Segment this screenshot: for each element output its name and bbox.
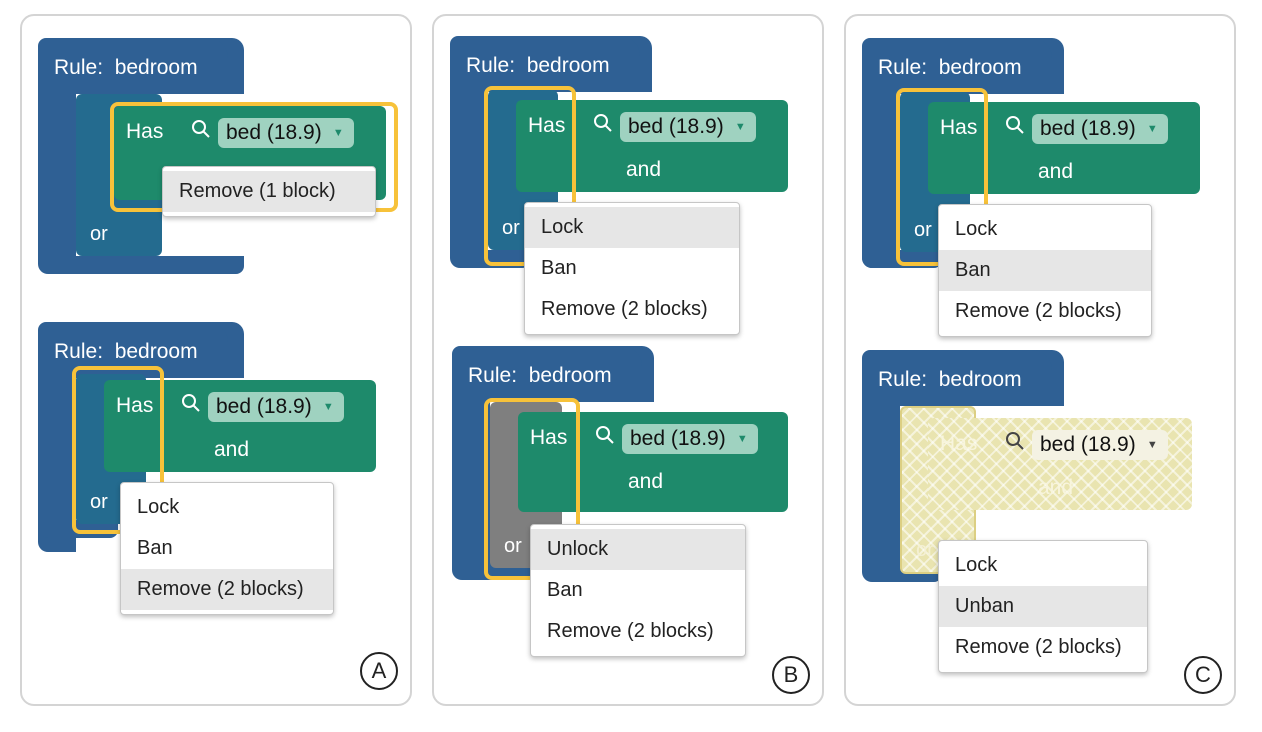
- has-label: Has: [116, 394, 154, 417]
- panel-a: Rule: bedroom or Has bed (18.9) ▼ Remove…: [20, 14, 412, 706]
- panel-b: Rule: bedroom or Has bed (18.9) ▼ and Lo…: [432, 14, 824, 706]
- menu-item-remove[interactable]: Remove (2 blocks): [121, 569, 333, 610]
- rule-label: Rule: bedroom: [878, 56, 1022, 79]
- menu-item-unban[interactable]: Unban: [939, 586, 1147, 627]
- dropdown-value: bed (18.9): [1040, 433, 1136, 456]
- category-dropdown[interactable]: bed (18.9) ▼: [1032, 114, 1168, 144]
- context-menu: Lock Ban Remove (2 blocks): [938, 204, 1152, 337]
- search-icon: [192, 120, 210, 138]
- dropdown-value: bed (18.9): [630, 427, 726, 450]
- menu-item-remove[interactable]: Remove (2 blocks): [547, 620, 714, 642]
- dropdown-arrow-icon: ▼: [734, 121, 746, 133]
- dropdown-arrow-icon: ▼: [322, 401, 334, 413]
- menu-item-ban[interactable]: Ban: [541, 257, 577, 279]
- dropdown-value: bed (18.9): [1040, 117, 1136, 140]
- search-icon: [594, 114, 612, 132]
- and-label: and: [626, 158, 662, 181]
- search-icon: [1006, 432, 1024, 450]
- menu-item-ban[interactable]: Ban: [939, 250, 1151, 291]
- or-label: or: [90, 491, 108, 513]
- panel-label-c: C: [1184, 656, 1222, 694]
- context-menu: Remove (1 block): [162, 166, 376, 217]
- context-menu: Lock Unban Remove (2 blocks): [938, 540, 1148, 673]
- category-dropdown[interactable]: bed (18.9) ▼: [218, 118, 354, 148]
- search-icon: [1006, 116, 1024, 134]
- has-label: Has: [940, 432, 978, 455]
- category-dropdown[interactable]: bed (18.9) ▼: [622, 424, 758, 454]
- menu-item-lock[interactable]: Lock: [955, 554, 998, 576]
- or-label: or: [502, 217, 520, 239]
- rule-label: Rule: bedroom: [468, 364, 612, 387]
- panel-label-b: B: [772, 656, 810, 694]
- rule-label: Rule: bedroom: [54, 340, 198, 363]
- menu-item-lock[interactable]: Lock: [955, 218, 998, 240]
- category-dropdown[interactable]: bed (18.9) ▼: [1032, 430, 1168, 460]
- or-label: or: [916, 539, 934, 561]
- category-dropdown[interactable]: bed (18.9) ▼: [208, 392, 344, 422]
- context-menu: Lock Ban Remove (2 blocks): [120, 482, 334, 615]
- menu-item-remove[interactable]: Remove (1 block): [163, 171, 375, 212]
- menu-item-remove[interactable]: Remove (2 blocks): [955, 636, 1122, 658]
- dropdown-arrow-icon: ▼: [736, 433, 748, 445]
- context-menu: Unlock Ban Remove (2 blocks): [530, 524, 746, 657]
- has-label: Has: [940, 116, 978, 139]
- category-dropdown[interactable]: bed (18.9) ▼: [620, 112, 756, 142]
- dropdown-value: bed (18.9): [216, 395, 312, 418]
- search-icon: [596, 426, 614, 444]
- dropdown-value: bed (18.9): [226, 121, 322, 144]
- or-label: or: [90, 223, 108, 245]
- dropdown-arrow-icon: ▼: [1146, 123, 1158, 135]
- menu-item-ban[interactable]: Ban: [547, 579, 583, 601]
- rule-label: Rule: bedroom: [466, 54, 610, 77]
- has-block[interactable]: Has bed (18.9) ▼ and: [516, 100, 788, 192]
- context-menu: Lock Ban Remove (2 blocks): [524, 202, 740, 335]
- dropdown-arrow-icon: ▼: [332, 127, 344, 139]
- has-block-banned[interactable]: Has bed (18.9) ▼ and: [928, 418, 1192, 510]
- panel-c: Rule: bedroom or Has bed (18.9) ▼ and Lo…: [844, 14, 1236, 706]
- menu-item-unlock[interactable]: Unlock: [531, 529, 745, 570]
- menu-item-lock[interactable]: Lock: [525, 207, 739, 248]
- rule-label: Rule: bedroom: [878, 368, 1022, 391]
- has-block[interactable]: Has bed (18.9) ▼ and: [518, 412, 788, 512]
- or-label: or: [914, 219, 932, 241]
- dropdown-value: bed (18.9): [628, 115, 724, 138]
- has-label: Has: [528, 114, 566, 137]
- has-label: Has: [530, 426, 568, 449]
- search-icon: [182, 394, 200, 412]
- has-block[interactable]: Has bed (18.9) ▼ and: [928, 102, 1200, 194]
- rule-label: Rule: bedroom: [54, 56, 198, 79]
- has-block[interactable]: Has bed (18.9) ▼ and: [104, 380, 376, 472]
- or-label: or: [504, 535, 522, 557]
- and-label: and: [214, 438, 250, 461]
- and-label: and: [628, 470, 664, 493]
- has-label: Has: [126, 120, 164, 143]
- and-label: and: [1038, 160, 1074, 183]
- menu-item-remove[interactable]: Remove (2 blocks): [541, 298, 708, 320]
- dropdown-arrow-icon: ▼: [1146, 439, 1158, 451]
- menu-item-ban[interactable]: Ban: [137, 537, 173, 559]
- menu-item-lock[interactable]: Lock: [137, 496, 180, 518]
- panel-label-a: A: [360, 652, 398, 690]
- and-label: and: [1038, 476, 1074, 499]
- menu-item-remove[interactable]: Remove (2 blocks): [955, 300, 1122, 322]
